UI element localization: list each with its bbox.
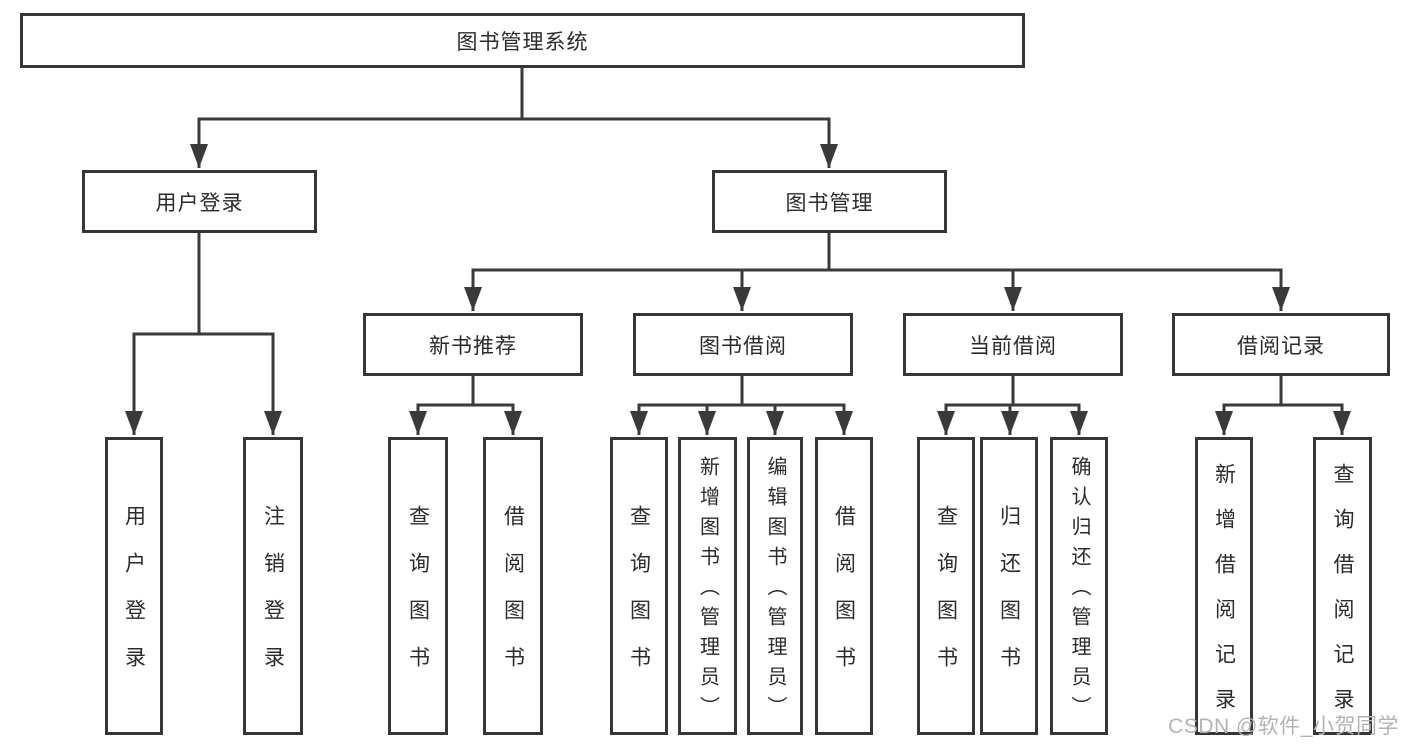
node-label: 借阅图书	[832, 505, 856, 693]
csdn-watermark: CSDN @软件_小贺同学	[1168, 715, 1399, 738]
node-label: 编辑图书（管理员）	[764, 456, 786, 726]
node-label: 当前借阅	[969, 334, 1057, 358]
node-user-login: 用户登录	[82, 170, 317, 233]
node-label: 图书管理系统	[456, 30, 589, 54]
leaf-query-book-2: 查询图书	[610, 437, 668, 735]
node-label: 新增借阅记录	[1212, 463, 1236, 733]
node-label: 注销登录	[261, 505, 285, 693]
node-label: 用户登录	[122, 505, 146, 693]
node-label: 查询借阅记录	[1331, 463, 1354, 733]
node-label: 确认归还（管理员）	[1068, 456, 1090, 726]
node-new-book-recommend: 新书推荐	[363, 313, 583, 376]
node-root-system: 图书管理系统	[20, 13, 1025, 68]
leaf-user-login: 用户登录	[105, 437, 163, 735]
node-label: 查询图书	[934, 505, 958, 693]
leaf-add-borrow-record: 新增借阅记录	[1195, 437, 1253, 735]
leaf-edit-book-admin: 编辑图书（管理员）	[747, 437, 803, 735]
node-label: 新书推荐	[429, 334, 517, 358]
leaf-borrow-book-1: 借阅图书	[483, 437, 543, 735]
leaf-logout: 注销登录	[243, 437, 303, 735]
leaf-query-book-3: 查询图书	[917, 437, 975, 735]
leaf-borrow-book-2: 借阅图书	[815, 437, 873, 735]
node-book-management: 图书管理	[712, 170, 947, 233]
node-book-borrow: 图书借阅	[633, 313, 853, 376]
node-label: 用户登录	[155, 191, 244, 215]
node-borrow-record: 借阅记录	[1172, 313, 1390, 376]
node-label: 借阅记录	[1237, 334, 1325, 358]
leaf-return-book: 归还图书	[980, 437, 1038, 735]
node-label: 查询图书	[627, 505, 651, 693]
leaf-confirm-return-admin: 确认归还（管理员）	[1050, 437, 1108, 735]
leaf-add-book-admin: 新增图书（管理员）	[678, 437, 737, 735]
node-label: 归还图书	[997, 505, 1021, 693]
node-label: 新增图书（管理员）	[696, 456, 719, 726]
node-current-borrow: 当前借阅	[903, 313, 1123, 376]
node-label: 图书管理	[785, 191, 874, 215]
node-label: 借阅图书	[501, 505, 525, 693]
leaf-query-borrow-record: 查询借阅记录	[1313, 437, 1372, 735]
node-label: 查询图书	[406, 505, 430, 693]
leaf-query-book-1: 查询图书	[388, 437, 448, 735]
node-label: 图书借阅	[699, 334, 787, 358]
